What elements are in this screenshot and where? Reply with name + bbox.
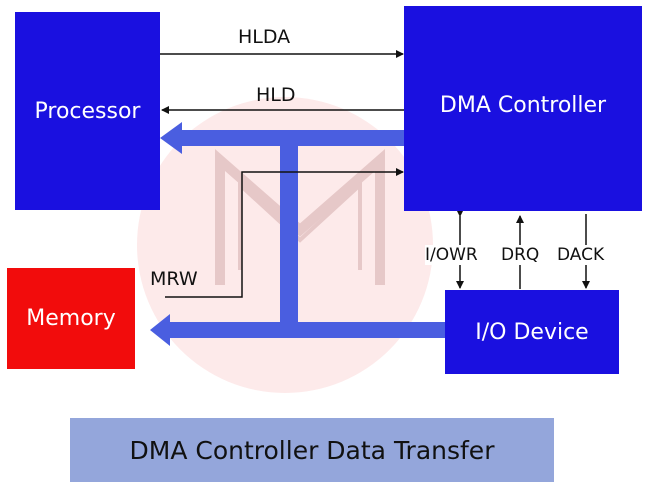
mrw-line bbox=[165, 168, 404, 298]
hlda-label: HLDA bbox=[238, 26, 291, 48]
dma-controller-label: DMA Controller bbox=[439, 93, 607, 118]
dma-controller-block: DMA Controller bbox=[404, 6, 642, 211]
bus-arrow-to-memory bbox=[150, 314, 445, 346]
io-device-label: I/O Device bbox=[475, 319, 589, 345]
dack-label: DACK bbox=[557, 245, 605, 265]
io-device-block: I/O Device bbox=[445, 290, 619, 374]
mrw-label: MRW bbox=[150, 268, 198, 290]
data-bus bbox=[150, 122, 445, 346]
memory-label: Memory bbox=[26, 306, 116, 331]
hld-label: HLD bbox=[256, 84, 296, 106]
memory-block: Memory bbox=[7, 268, 135, 369]
caption-text: DMA Controller Data Transfer bbox=[129, 435, 495, 465]
processor-label: Processor bbox=[34, 98, 141, 124]
caption-box: DMA Controller Data Transfer bbox=[70, 418, 554, 482]
processor-block: Processor bbox=[15, 12, 160, 210]
drq-label: DRQ bbox=[501, 245, 540, 265]
bus-arrow-to-processor bbox=[160, 122, 405, 154]
iowr-label: I/OWR bbox=[425, 245, 478, 265]
